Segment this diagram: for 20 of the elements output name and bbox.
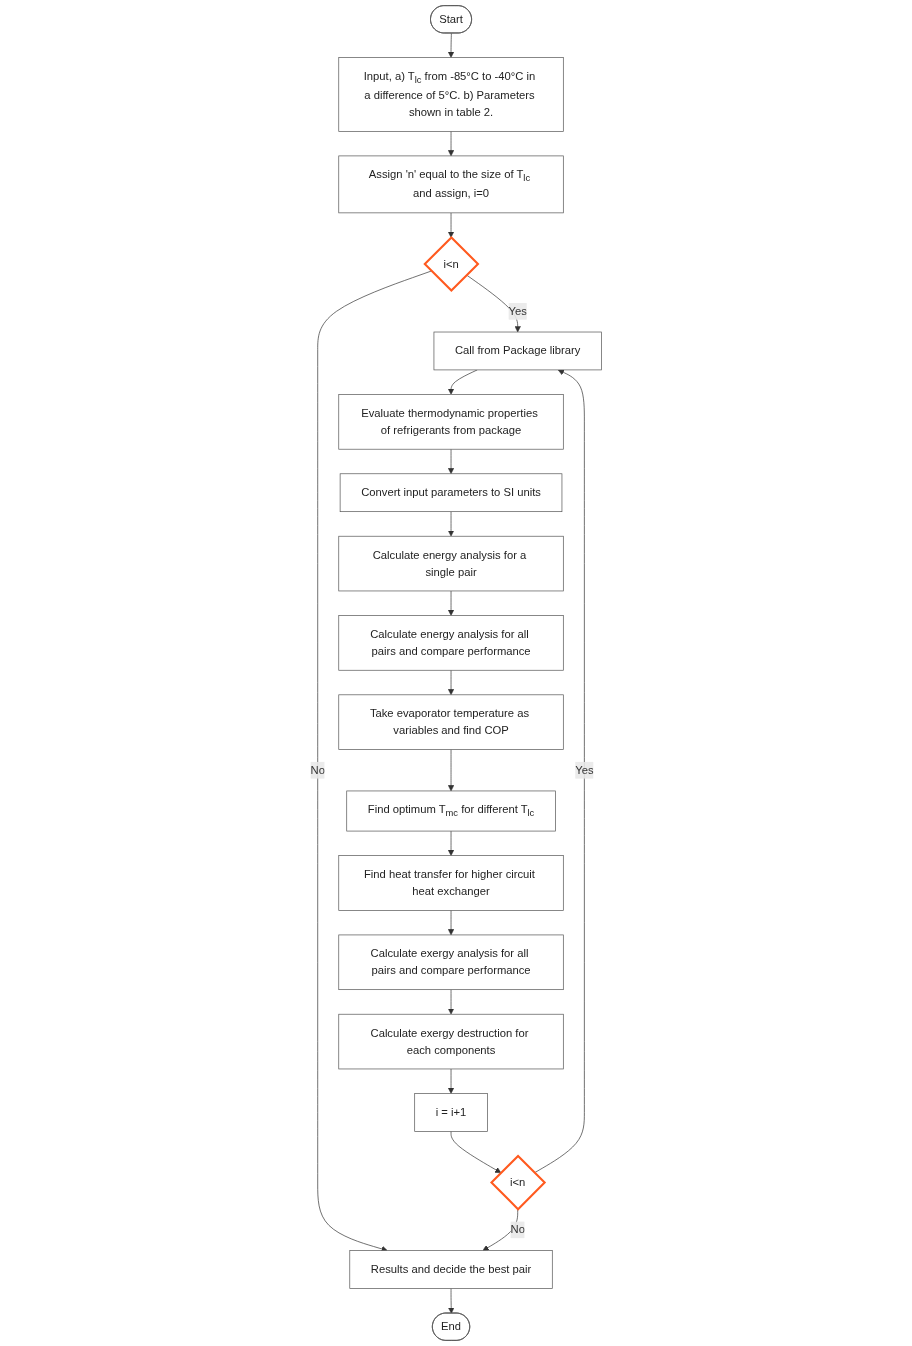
- node-box: Calculate energy analysis for all pairs and compare performance: [338, 615, 564, 671]
- node-diamond: i<n: [423, 235, 480, 293]
- edge-label: Yes: [508, 305, 527, 317]
- node-box: Evaluate thermodynamic properties of refrigerants from package: [338, 394, 564, 450]
- edge-label: No: [510, 1223, 525, 1236]
- node-box: Input, a) T$_{lc}$ from -85°C to -40°C in a difference of 5°C. b) Parameters shown in table 2.: [338, 57, 564, 132]
- node-box: Convert input parameters to SI units: [339, 473, 563, 512]
- edge-label: No: [310, 763, 325, 776]
- node-box: Calculate energy analysis for a single pair: [338, 535, 564, 592]
- node-box: Find heat transfer for higher circuit heat exchanger: [338, 855, 564, 911]
- node-box: Calculate exergy analysis for all pairs and compare performance: [338, 934, 564, 990]
- node-box: Results and decide the best pair: [349, 1250, 553, 1289]
- node-diamond: i<n: [489, 1154, 547, 1211]
- node-box: Call from Package library: [433, 331, 602, 371]
- node-box: Find optimum T$_{mc}$ for different T$_{lc}$: [346, 790, 556, 832]
- node-box: Take evaporator temperature as variables and find COP: [338, 694, 564, 750]
- edge-label: Yes: [575, 763, 594, 776]
- node-box: Assign 'n' equal to the size of T$_{lc}$ and assign, i=0: [338, 155, 564, 214]
- node-box: Calculate exergy destruction for each components: [338, 1013, 564, 1070]
- node-box: i = i+1: [414, 1093, 488, 1132]
